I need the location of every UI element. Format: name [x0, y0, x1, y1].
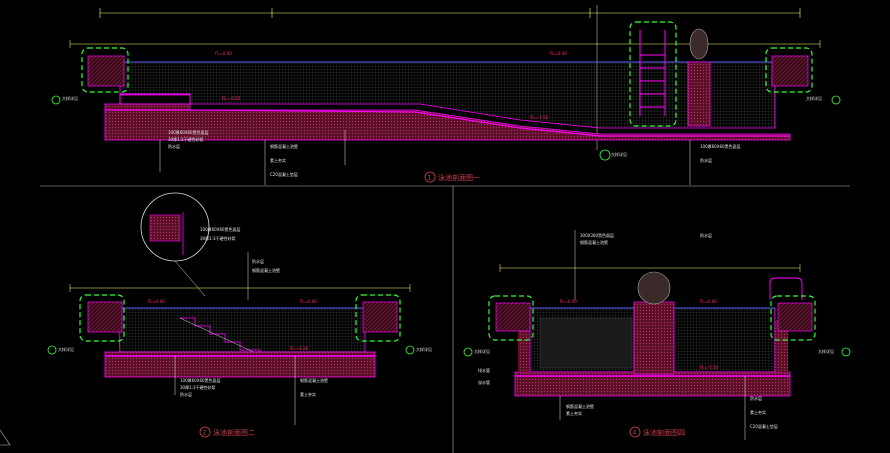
note-text: C20混凝土垫层: [750, 423, 778, 429]
note-text: 素土夯实: [270, 157, 286, 163]
level-label: FL=0.00: [560, 299, 577, 304]
note-text: 钢筋混凝土池壁: [300, 377, 328, 383]
detail-tag: 溢水管: [478, 379, 490, 385]
detail-tag: 大样详见: [62, 95, 78, 101]
detail-callout-left-s3: [488, 295, 534, 341]
note-text: 钢筋混凝土池壁: [270, 143, 298, 149]
level-label: FL=0.00: [215, 51, 232, 56]
note-text: 100厚60X60黑色面层: [180, 377, 221, 383]
detail-callout-right-s1: [765, 47, 813, 93]
section-number-circle: [199, 426, 211, 438]
section-1-drawing: FL=0.00 FL=0.00 FL=-0.60 FL=-1.50 大样详见 大…: [51, 5, 841, 185]
note-text: 100厚60X60黑色面层: [200, 226, 241, 232]
note-text: 100厚60X60黑色面层: [168, 129, 209, 135]
note-text: C20混凝土垫层: [270, 171, 298, 177]
section-2-drawing: 100厚60X60黑色面层 30厚1:3干硬性砂浆 防水层 钢筋混凝土池壁 FL…: [47, 192, 432, 438]
detail-tag: 大样详见: [58, 346, 74, 352]
ucs-icon: [0, 429, 11, 446]
note-text: 防水层: [700, 232, 712, 238]
section-number: 1: [428, 175, 432, 182]
note-text: 钢筋混凝土池壁: [252, 267, 280, 273]
detail-tag: 大样详见: [818, 348, 834, 354]
detail-callout-left-s2: [79, 294, 125, 342]
note-text: 30厚1:3干硬性砂浆: [168, 136, 204, 142]
note-text: 防水层: [700, 157, 712, 163]
note-text: 300X300黑色面层: [580, 232, 614, 238]
detail-tag: 大样详见: [611, 151, 627, 157]
section-number: 4: [633, 430, 637, 437]
level-label: FL=-1.50: [530, 115, 549, 120]
note-text: 素土夯实: [750, 409, 766, 415]
note-text: 30厚1:3干硬性砂浆: [180, 384, 216, 390]
note-text: 防水层: [168, 143, 180, 149]
level-label: FL=-1.20: [290, 346, 309, 351]
detail-tag: 大样详见: [474, 348, 490, 354]
note-text: 钢筋混凝土池壁: [580, 239, 608, 245]
note-text: 30厚1:3干硬性砂浆: [200, 235, 236, 241]
note-text: 防水层: [252, 258, 264, 264]
level-label: FL=0.00: [148, 299, 165, 304]
ladder-callout: [629, 21, 677, 127]
section-number: 2: [203, 430, 207, 437]
note-text: 素土夯实: [566, 410, 582, 416]
section-number-circle: [424, 171, 436, 183]
note-text: 防水层: [180, 391, 192, 397]
detail-tag: 大样详见: [416, 346, 432, 352]
note-text: 钢筋混凝土池壁: [566, 403, 594, 409]
level-label: FL=-1.50: [700, 365, 719, 370]
note-text: 防水层: [750, 395, 762, 401]
section-title: 泳池剖面图二: [213, 428, 255, 437]
level-label: FL=0.00: [300, 299, 317, 304]
note-text: 素土夯实: [300, 391, 316, 397]
section-title: 泳池剖面图四: [643, 428, 685, 437]
detail-tag: 排水管: [478, 367, 490, 373]
detail-callout-right-s2: [355, 294, 401, 342]
detail-callout-right-s3: [770, 295, 816, 341]
level-label: FL=0.00: [550, 51, 567, 56]
detail-tag: 大样详见: [806, 95, 822, 101]
level-label: FL=0.00: [700, 299, 717, 304]
level-label: FL=-0.60: [222, 96, 241, 101]
section-3-drawing: 300X300黑色面层 钢筋混凝土池壁 防水层 FL=0.00 FL=0.00 …: [463, 230, 851, 440]
detail-callout-left-s1: [81, 47, 129, 93]
section-number-circle: [629, 426, 641, 438]
note-text: 100厚60X60黑色面层: [700, 143, 741, 149]
section-title: 泳池剖面图一: [438, 173, 480, 182]
